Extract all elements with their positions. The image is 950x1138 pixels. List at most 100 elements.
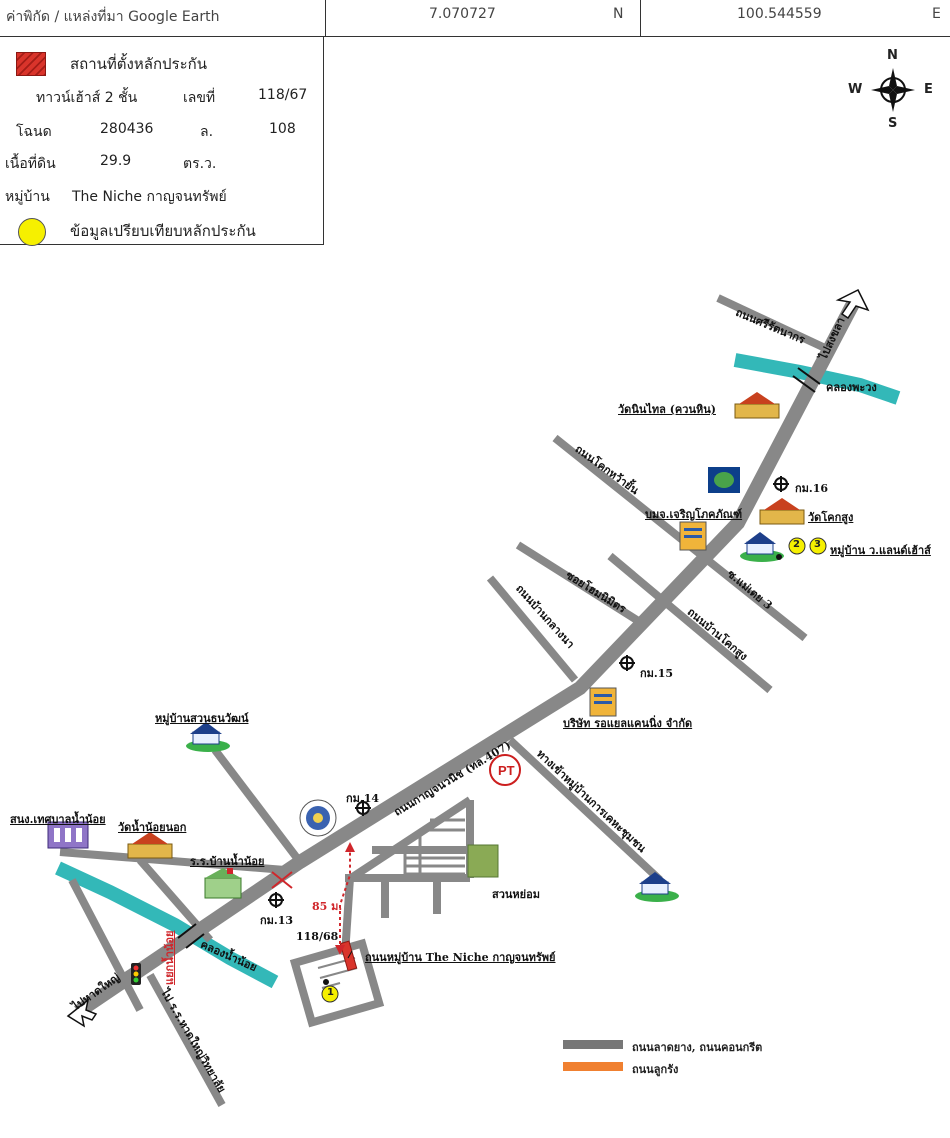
traffic-light-icon: [131, 963, 141, 985]
cp-factory-icon: [679, 521, 707, 551]
label-village-w-land: หมู่บ้าน ว.แลนด์เฮ้าส์: [830, 544, 931, 557]
label-school: ร.ร.บ้านน้ำน้อย: [190, 855, 265, 868]
compass-w: W: [848, 82, 863, 97]
road-sri-rattanakorn: [716, 294, 827, 352]
village-value: The Niche กาญจนทรัพย์: [72, 189, 227, 205]
road-kheha: [507, 737, 663, 883]
asphalt-road-label: ถนนลาดยาง, ถนนคอนกรีต: [632, 1041, 763, 1054]
distance-dotted-line: [339, 848, 351, 950]
label-royal-canning: บริษัท รอแยลแคนนิ่ง จำกัด: [563, 717, 693, 730]
km-markers: [268, 476, 789, 908]
km14-marker-icon: [355, 800, 371, 816]
area-unit: ตร.ว.: [183, 156, 217, 172]
area-label: เนื้อที่ดิน: [5, 156, 56, 172]
site-label: สถานที่ตั้งหลักประกัน: [70, 55, 207, 73]
label-village-suan-thana: หมู่บ้านสวนธนวัฒน์: [155, 712, 249, 725]
building-type: ทาวน์เฮ้าส์ 2 ชั้น: [36, 90, 138, 106]
road-suan-thana: [211, 747, 304, 865]
temple-nin-thai-icon: [734, 392, 780, 419]
tesaban-building-icon: [47, 821, 89, 849]
label-khlong-phawong: คลองพะวง: [826, 381, 877, 394]
arrow-to-songkhla-icon: [835, 288, 870, 320]
label-wat-nam-noi: วัดน้ำน้อยนอก: [118, 821, 187, 834]
latitude-value: 7.070727: [429, 6, 496, 22]
laterite-road-label: ถนนลูกรัง: [632, 1063, 679, 1076]
deed-value: 280436: [100, 121, 154, 137]
label-distance: 85 ม.: [312, 900, 343, 913]
seal-icon: [299, 799, 337, 837]
compass-n: N: [887, 48, 898, 63]
km15-marker-icon: [619, 655, 635, 671]
temple-khok-sung-icon: [759, 498, 805, 525]
label-km16: กม.16: [795, 482, 829, 495]
land-no-label: ล.: [200, 124, 214, 140]
label-plot-118-68: 118/68: [296, 930, 339, 943]
main-highway: [74, 296, 862, 1018]
house-no-label: เลขที่: [183, 90, 216, 106]
asphalt-road-swatch: [563, 1040, 623, 1049]
pt-station-icon: PT: [489, 754, 521, 786]
road-left: [68, 878, 144, 1012]
house-kheha-icon: [635, 872, 679, 902]
label-yaek-nam-noi: แยกน้ำน้อย: [163, 930, 176, 985]
longitude-cell: 100.544559 E: [640, 0, 950, 36]
km16-marker-icon: [773, 476, 789, 492]
coordinate-bar: ค่าพิกัด / แหล่งที่มา Google Earth 7.070…: [0, 0, 950, 37]
label-village-road: ถนนหมู่บ้าน The Niche กาญจนทรัพย์: [365, 951, 556, 964]
village-label: หมู่บ้าน: [5, 189, 50, 205]
laterite-road-swatch: [563, 1062, 623, 1071]
coordinate-source-label: ค่าพิกัด / แหล่งที่มา Google Earth: [6, 9, 220, 25]
label-km15: กม.15: [640, 667, 674, 680]
road-soi-home: [515, 541, 643, 626]
site-swatch-icon: [16, 52, 46, 76]
svg-text:PT: PT: [498, 763, 515, 778]
compare-1-number: 1: [327, 987, 334, 998]
school-icon: [204, 868, 242, 899]
comparison-markers: [321, 537, 827, 1003]
secondary-roads: [59, 294, 827, 1107]
distance-arrow-down-icon: [335, 945, 345, 955]
no-entry-x-icon: [271, 871, 293, 889]
road-ban-klang-na: [486, 575, 579, 683]
latitude-direction: N: [613, 6, 624, 22]
village-blocks: [403, 818, 465, 878]
deed-label: โฉนด: [16, 124, 52, 140]
house-w-land-icon: [740, 532, 784, 562]
road-ban-khok-sung: [607, 552, 773, 694]
bridges: [177, 367, 821, 949]
company-icons: PT: [47, 467, 740, 899]
longitude-value: 100.544559: [737, 6, 822, 22]
park-suan-yom: [467, 844, 499, 878]
coordinate-source-cell: ค่าพิกัด / แหล่งที่มา Google Earth: [0, 0, 326, 36]
compare-3-number: 3: [814, 539, 821, 550]
village-road-1: [345, 796, 473, 884]
label-wat-nin-thai: วัดนินไทล (ควนหิน): [618, 403, 716, 416]
compare-2-number: 2: [793, 539, 800, 550]
canal-khlong-phawong: [733, 353, 901, 405]
compare-label: ข้อมูลเปรียบเทียบหลักประกัน: [70, 222, 256, 240]
longitude-direction: E: [932, 6, 941, 22]
latitude-cell: 7.070727 N: [325, 0, 641, 36]
label-bmj-charoen: บมจ.เจริญโภคภัณฑ์: [645, 508, 743, 521]
label-tesaban: สนง.เทศบาลน้ำน้อย: [10, 813, 106, 826]
house-suan-thana-icon: [186, 722, 230, 752]
label-wat-khok-sung: วัดโคกสูง: [808, 511, 854, 524]
canal-khlong-nam-noi: [55, 861, 279, 989]
road-to-school: [146, 973, 226, 1107]
distance-arrow-up-icon: [345, 842, 355, 852]
area-value: 29.9: [100, 153, 132, 169]
compare-marker-icon: [18, 218, 46, 246]
temple-icons: [127, 392, 805, 859]
temple-nam-noi-icon: [127, 832, 173, 859]
label-km14: กม.14: [346, 792, 380, 805]
km13-marker-icon: [268, 892, 284, 908]
arrow-to-hatyai-icon: [66, 998, 98, 1028]
land-no-value: 108: [269, 121, 296, 137]
subject-plot-marker: [339, 940, 358, 972]
compass-e: E: [924, 82, 933, 97]
royal-canning-icon: [589, 687, 617, 717]
compass-svg: [871, 68, 915, 112]
house-no-value: 118/67: [258, 87, 308, 103]
village-plot-block: [289, 938, 385, 1028]
